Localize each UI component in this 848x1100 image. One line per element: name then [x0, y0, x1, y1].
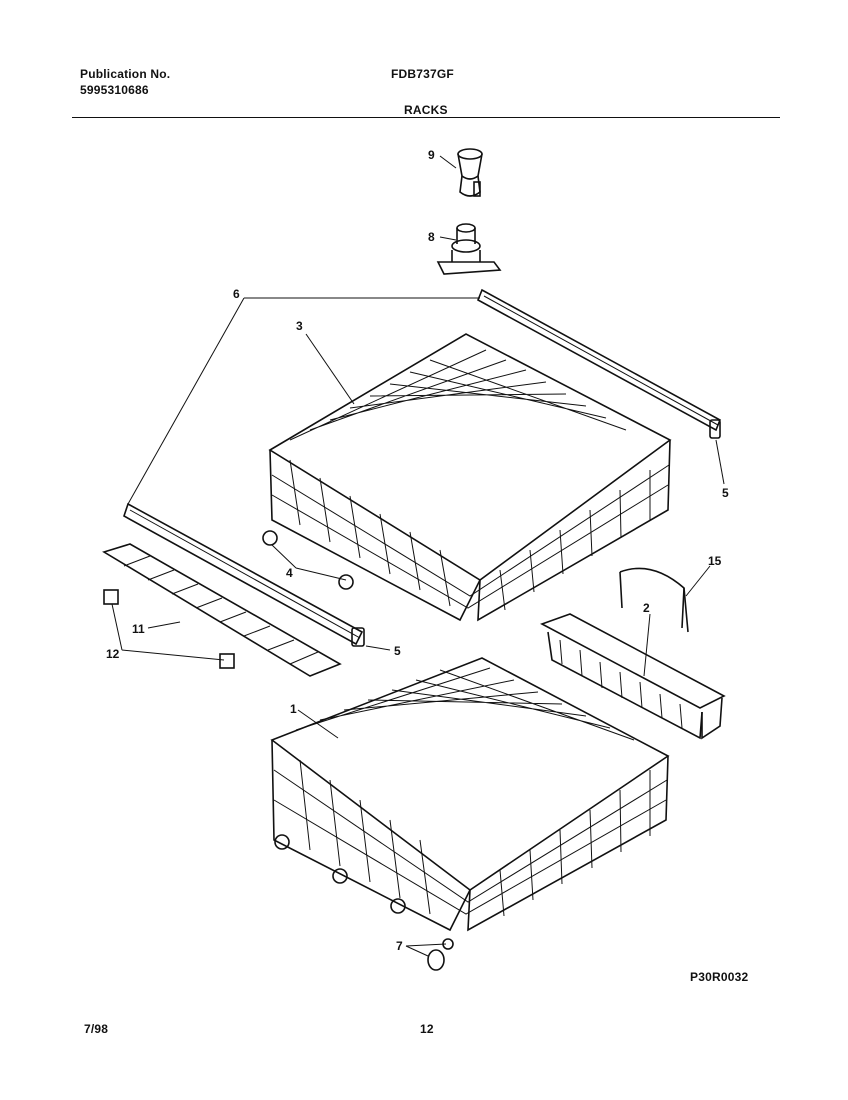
part-8-spray-hub — [436, 223, 502, 275]
callout-6: 6 — [233, 287, 240, 301]
part-3-upper-rack — [268, 333, 672, 622]
part-7-roller — [427, 938, 454, 971]
part-9-nozzle — [457, 148, 483, 197]
callout-15: 15 — [708, 554, 722, 568]
part-6-upper-rail-right — [476, 288, 722, 439]
callout-1: 1 — [290, 702, 297, 716]
header-rule — [72, 117, 780, 118]
part-15-handle — [619, 567, 689, 633]
publication-label: Publication No. — [80, 67, 171, 81]
callout-8: 8 — [428, 230, 435, 244]
drawing-code: P30R0032 — [690, 970, 749, 984]
callout-5-left: 5 — [394, 644, 401, 658]
section-title: RACKS — [404, 103, 448, 117]
part-2-basket — [540, 613, 726, 740]
callout-11: 11 — [132, 622, 145, 636]
callout-2: 2 — [643, 601, 650, 615]
footer-date: 7/98 — [84, 1022, 109, 1036]
part-4-rollers — [262, 530, 354, 590]
page-number: 12 — [420, 1022, 434, 1036]
callout-3: 3 — [296, 319, 303, 333]
callout-4: 4 — [286, 566, 293, 580]
callout-9: 9 — [428, 148, 435, 162]
callout-5-right: 5 — [722, 486, 729, 500]
part-11-shelf — [102, 543, 342, 677]
part-1-lower-rack — [270, 657, 670, 932]
publication-number: 5995310686 — [80, 83, 149, 97]
model-number: FDB737GF — [391, 67, 454, 81]
callout-12: 12 — [106, 647, 120, 661]
callout-7: 7 — [396, 939, 403, 953]
part-12-clips — [103, 589, 235, 669]
part-6-rail-left — [123, 502, 365, 647]
